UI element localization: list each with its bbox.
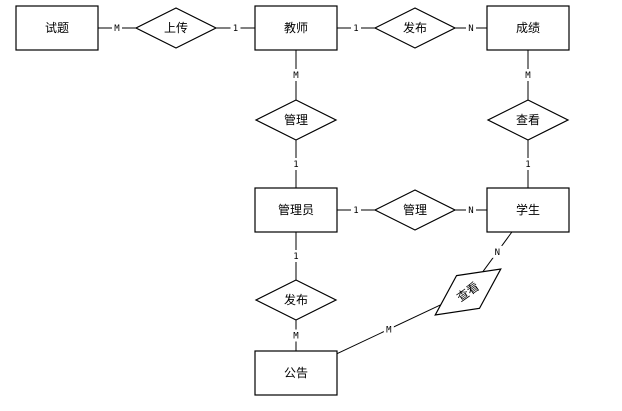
relationship-diamond [254,99,338,141]
cardinality-bg [383,323,394,336]
entity-label: 试题 [45,20,69,35]
entity-label: 公告 [284,366,308,380]
cardinality-bg [230,22,241,34]
entity-label: 成绩 [516,21,540,35]
relationship-shangchuan: 上传 [134,7,218,49]
relationship-label: 发布 [284,292,308,307]
cardinality-label: M [114,24,120,34]
cardinality-label: N [468,206,473,216]
entity-box [486,5,570,51]
cardinality-bg [466,204,476,216]
entity-label: 管理员 [278,202,314,217]
cardinality-bg [351,204,361,216]
entity-chengji: 成绩 [486,5,570,51]
relationship-label: 发布 [403,20,427,35]
relationship-diamond [486,99,570,141]
cardinality-bg [523,69,533,81]
cardinality-label: 1 [293,252,298,262]
relationship-guanli_jiaoshi: 管理 [254,99,338,141]
cardinality-bg [351,22,361,34]
entity-label: 教师 [284,20,308,35]
cardinality-label: 1 [233,24,238,34]
entity-shiti: 试题 [15,5,99,51]
relationship-diamond [434,268,502,316]
entity-box [15,5,99,51]
relationship-fabu_chengji: 发布 [373,7,457,49]
relationship-label: 查看 [516,113,540,127]
cardinality-label: 1 [353,206,358,216]
cardinality-bg [291,250,301,262]
entity-guanliyuan: 管理员 [254,187,338,233]
relationship-label: 管理 [403,202,427,217]
cardinality-bg [291,158,301,170]
relationship-diamond [373,7,457,49]
entity-box [254,5,338,51]
relationship-guanli_xuesheng: 管理 [373,189,457,231]
cardinality-label: 1 [293,160,298,170]
relationship-chakan_gonggao: 查看 [434,268,502,316]
entity-box [254,187,338,233]
shapes-layer: 试题教师成绩管理员学生公告上传发布管理查看管理发布查看 [15,5,570,396]
cardinality-bg [291,69,301,81]
relationship-chakan_chengji: 查看 [486,99,570,141]
cardinality-label: 1 [525,160,530,170]
cardinality-label: N [468,24,473,34]
cardinality-bg [492,245,503,258]
entity-box [486,187,570,233]
relationship-diamond [373,189,457,231]
entity-box [254,350,338,396]
entity-xuesheng: 学生 [486,187,570,233]
cardinality-label: M [525,71,531,81]
relationship-label: 管理 [284,112,308,127]
relationship-fabu_gonggao: 发布 [254,279,338,321]
relationship-diamond [254,279,338,321]
cardinality-label: N [495,248,500,258]
cardinality-bg [291,329,301,342]
cardinality-label: M [293,71,299,81]
relationship-diamond [134,7,218,49]
entity-label: 学生 [516,202,540,217]
cardinality-label: 1 [353,24,358,34]
cardinality-bg [466,22,476,34]
relationship-label: 上传 [164,20,188,35]
entity-gonggao: 公告 [254,350,338,396]
cardinality-bg [523,158,533,170]
cardinality-label: M [386,325,392,335]
entity-jiaoshi: 教师 [254,5,338,51]
cardinality-bg [112,22,122,34]
cardinality-label: M [293,332,299,342]
